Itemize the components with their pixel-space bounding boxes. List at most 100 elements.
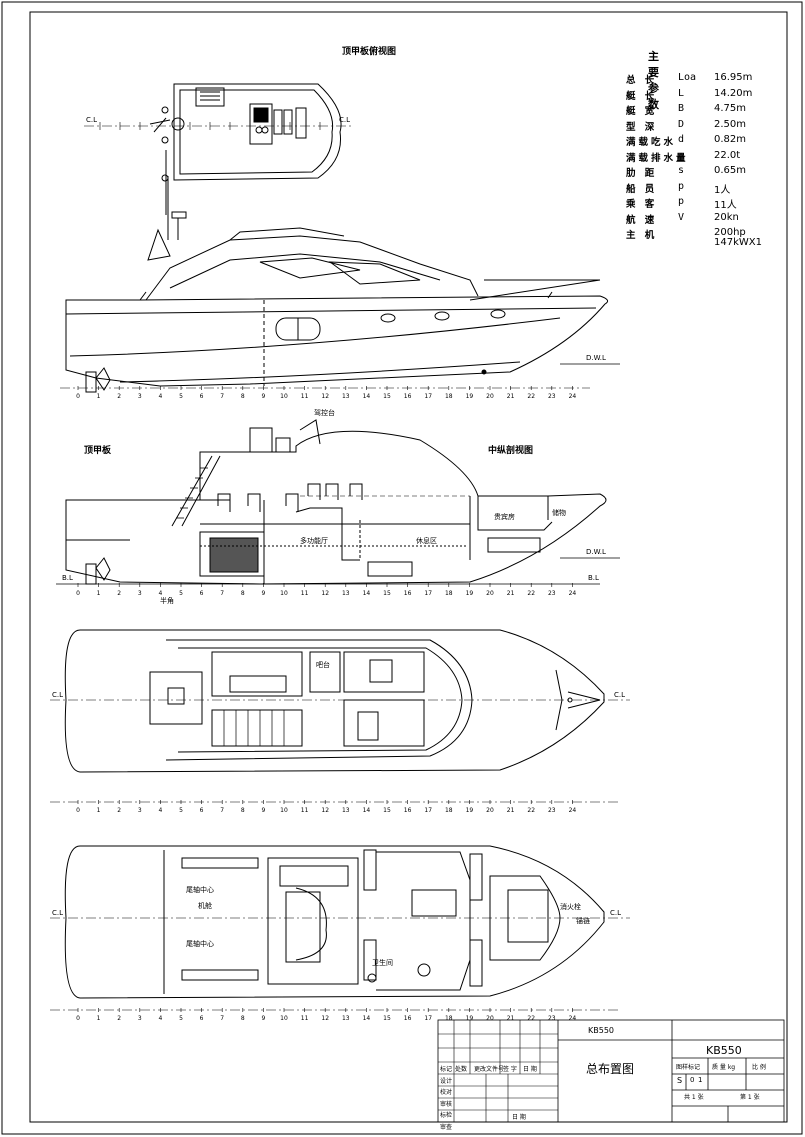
frame-number: 21: [507, 807, 515, 814]
frame-number: 2: [117, 807, 121, 814]
param-symbol: B: [678, 103, 685, 114]
frame-number: 6: [200, 1015, 204, 1022]
frame-number: 19: [466, 393, 474, 400]
param-name: 满载排水量: [626, 152, 689, 164]
multi-hall-label: 多功能厅: [300, 537, 328, 545]
frame-number: 2: [117, 393, 121, 400]
param-value: 20kn: [714, 211, 739, 223]
frame-number: 4: [158, 393, 162, 400]
frame-number: 13: [342, 590, 350, 597]
param-value: 22.0t: [714, 149, 741, 161]
section-view-title: 中纵剖视图: [488, 446, 534, 456]
aux-room-label: 机舱: [198, 902, 212, 910]
param-symbol: s: [678, 165, 685, 176]
lower-deck-plan: [64, 845, 605, 999]
param-name: 乘 客: [626, 199, 658, 210]
frame-number: 14: [363, 393, 371, 400]
sheet-count: 共 1 张: [684, 1094, 704, 1101]
title-block-header-cell: 更改文件号: [474, 1066, 505, 1073]
scale-value-2: 1: [698, 1076, 703, 1084]
frame-number: 5: [179, 393, 183, 400]
title-block-row-label: 设计: [440, 1077, 453, 1085]
frame-number: 19: [466, 1015, 474, 1022]
param-name: 艇 长: [626, 90, 658, 102]
storage-label: 储物: [552, 509, 566, 517]
param-name: 主 机: [626, 230, 658, 241]
frame-number: 18: [445, 393, 453, 400]
frame-number: 16: [404, 393, 412, 400]
frame-number: 10: [280, 1015, 288, 1022]
param-value-2: 147kWX1: [714, 237, 762, 248]
cl-label-lower-left: C.L: [52, 909, 63, 917]
fire-label: 消火栓: [560, 903, 581, 911]
frame-number: 21: [507, 1015, 515, 1022]
frame-number: 17: [424, 807, 432, 814]
section-view: [65, 419, 607, 585]
title-block: [437, 1019, 785, 1123]
frame-number: 9: [261, 590, 265, 597]
frame-number: 9: [261, 1015, 265, 1022]
frame-number: 22: [527, 590, 535, 597]
frame-number: 24: [569, 590, 577, 597]
frame-number: 10: [280, 393, 288, 400]
stage-s: S: [677, 1076, 683, 1085]
frame-number: 7: [220, 393, 224, 400]
dwl-label-profile: D.W.L: [586, 354, 606, 362]
frame-number: 24: [569, 1015, 577, 1022]
frame-number: 17: [424, 1015, 432, 1022]
frame-number: 7: [220, 1015, 224, 1022]
title-block-row-label: 审查: [440, 1124, 453, 1131]
frame-number: 19: [466, 590, 474, 597]
frame-number: 19: [466, 807, 474, 814]
frame-number: 7: [220, 590, 224, 597]
frame-number: 0: [76, 807, 80, 814]
frame-number: 18: [445, 590, 453, 597]
frame-number: 4: [158, 1015, 162, 1022]
frame-number: 15: [383, 590, 391, 597]
frame-number: 14: [363, 1015, 371, 1022]
frame-number: 5: [179, 807, 183, 814]
frame-number: 13: [342, 393, 350, 400]
param-name: 船 员: [626, 183, 658, 195]
top-deck-label: 顶甲板: [84, 446, 112, 456]
frame-number: 22: [527, 807, 535, 814]
title-block-row-label: 校对: [440, 1089, 453, 1097]
frame-number: 13: [342, 807, 350, 814]
param-name: 总 长: [626, 75, 658, 86]
frame-number: 22: [527, 1015, 535, 1022]
frame-number: 3: [138, 807, 142, 814]
frame-number: 2: [117, 590, 121, 597]
frame-number: 14: [363, 807, 371, 814]
frame-number: 12: [321, 393, 329, 400]
anchor-label: 锚链: [576, 917, 590, 925]
cl-label-top-right: C.L: [339, 116, 350, 124]
scale-label: 比 例: [752, 1064, 766, 1071]
frame-number: 3: [138, 393, 142, 400]
frame-number: 4: [158, 807, 162, 814]
frame-number: 8: [241, 807, 245, 814]
frame-number: 11: [301, 1015, 309, 1022]
marks-label: 图样标记: [676, 1064, 701, 1071]
cl-label-lower-right: C.L: [610, 909, 621, 917]
frame-number: 6: [200, 807, 204, 814]
frame-number: 11: [301, 393, 309, 400]
param-symbol: L: [678, 87, 685, 99]
title-block-header-cell: 处数: [455, 1066, 468, 1073]
frame-number: 23: [548, 1015, 556, 1022]
frame-number: 23: [548, 807, 556, 814]
param-value: 16.95m: [714, 72, 753, 83]
tail-center-label-1: 尾轴中心: [186, 886, 214, 894]
frame-number: 14: [363, 590, 371, 597]
control-station-label: 驾控台: [314, 409, 335, 417]
frame-number: 20: [486, 807, 494, 814]
param-symbol: p: [678, 196, 685, 207]
params-title: 主 要 参 数: [648, 50, 663, 111]
scale-value-1: 0: [690, 1076, 695, 1084]
bar-label: 吧台: [316, 661, 330, 669]
cl-label-main-right: C.L: [614, 691, 625, 699]
param-name: 航 速: [626, 214, 658, 226]
frame-number: 22: [527, 393, 535, 400]
frame-number: 9: [261, 807, 265, 814]
frame-number: 24: [569, 807, 577, 814]
